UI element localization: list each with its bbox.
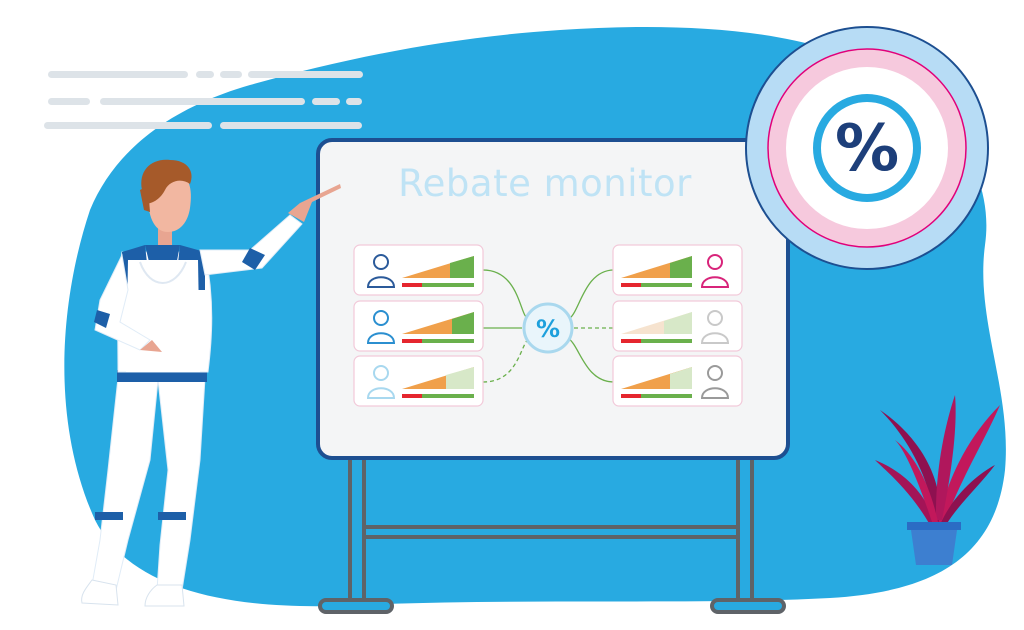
user-icon bbox=[700, 310, 730, 344]
center-percent-symbol: % bbox=[536, 315, 560, 343]
left-card-3 bbox=[353, 355, 484, 407]
decorative-lines bbox=[44, 71, 363, 129]
man-figure bbox=[81, 159, 341, 607]
right-card-3 bbox=[612, 355, 743, 407]
left-card-1 bbox=[353, 244, 484, 296]
left-card-2 bbox=[353, 300, 484, 352]
center-percent-badge: % bbox=[522, 302, 574, 354]
user-icon bbox=[366, 254, 396, 288]
big-percent-symbol: % bbox=[835, 112, 899, 186]
potted-plant bbox=[875, 395, 1000, 565]
board-title: Rebate monitor bbox=[398, 162, 692, 205]
user-icon bbox=[700, 254, 730, 288]
board-stand bbox=[318, 453, 786, 614]
left-cards bbox=[353, 244, 484, 407]
user-icon bbox=[366, 310, 396, 344]
right-cards bbox=[612, 244, 743, 407]
user-icon bbox=[366, 365, 396, 399]
right-card-1 bbox=[612, 244, 743, 296]
big-percent-badge: % bbox=[745, 26, 989, 270]
user-icon bbox=[700, 365, 730, 399]
right-card-2 bbox=[612, 300, 743, 352]
